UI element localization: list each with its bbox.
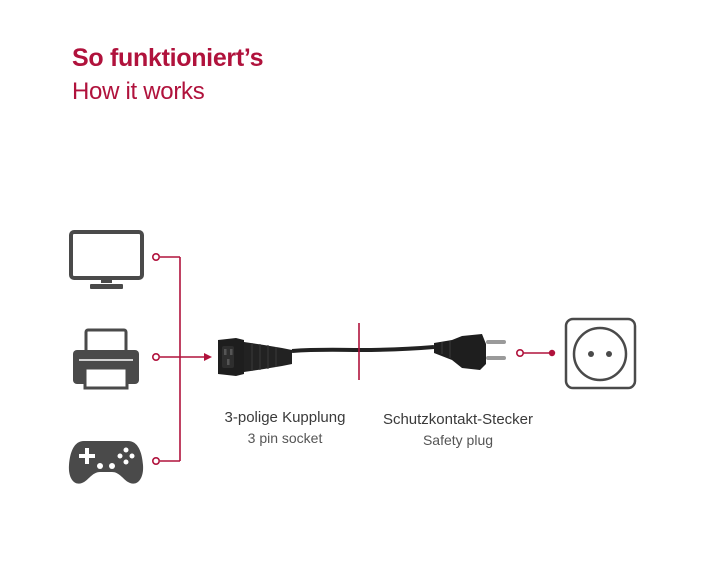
- socket-label-main: 3-polige Kupplung: [224, 409, 346, 426]
- plug-label-sub: Safety plug: [422, 432, 494, 448]
- connector-node-printer: [152, 352, 161, 361]
- plug-connector-line: [515, 348, 556, 357]
- power-cable: [218, 334, 506, 376]
- plug-label: Schutzkontakt-Stecker Safety plug: [378, 410, 538, 450]
- monitor-icon: [69, 230, 144, 289]
- arrow-head: [204, 353, 212, 361]
- socket-label: 3-polige Kupplung 3 pin socket: [210, 408, 360, 448]
- device-connector-lines: [160, 256, 204, 462]
- page-subtitle: How it works: [72, 78, 205, 105]
- gamepad-icon: [68, 441, 144, 484]
- page-title: So funktioniert’s: [72, 44, 264, 72]
- printer-icon: [73, 328, 139, 390]
- wall-outlet-icon: [564, 317, 637, 390]
- connector-node-monitor: [152, 253, 161, 262]
- connector-node-gamepad: [152, 456, 161, 465]
- plug-label-main: Schutzkontakt-Stecker: [382, 411, 534, 428]
- socket-label-sub: 3 pin socket: [247, 430, 323, 446]
